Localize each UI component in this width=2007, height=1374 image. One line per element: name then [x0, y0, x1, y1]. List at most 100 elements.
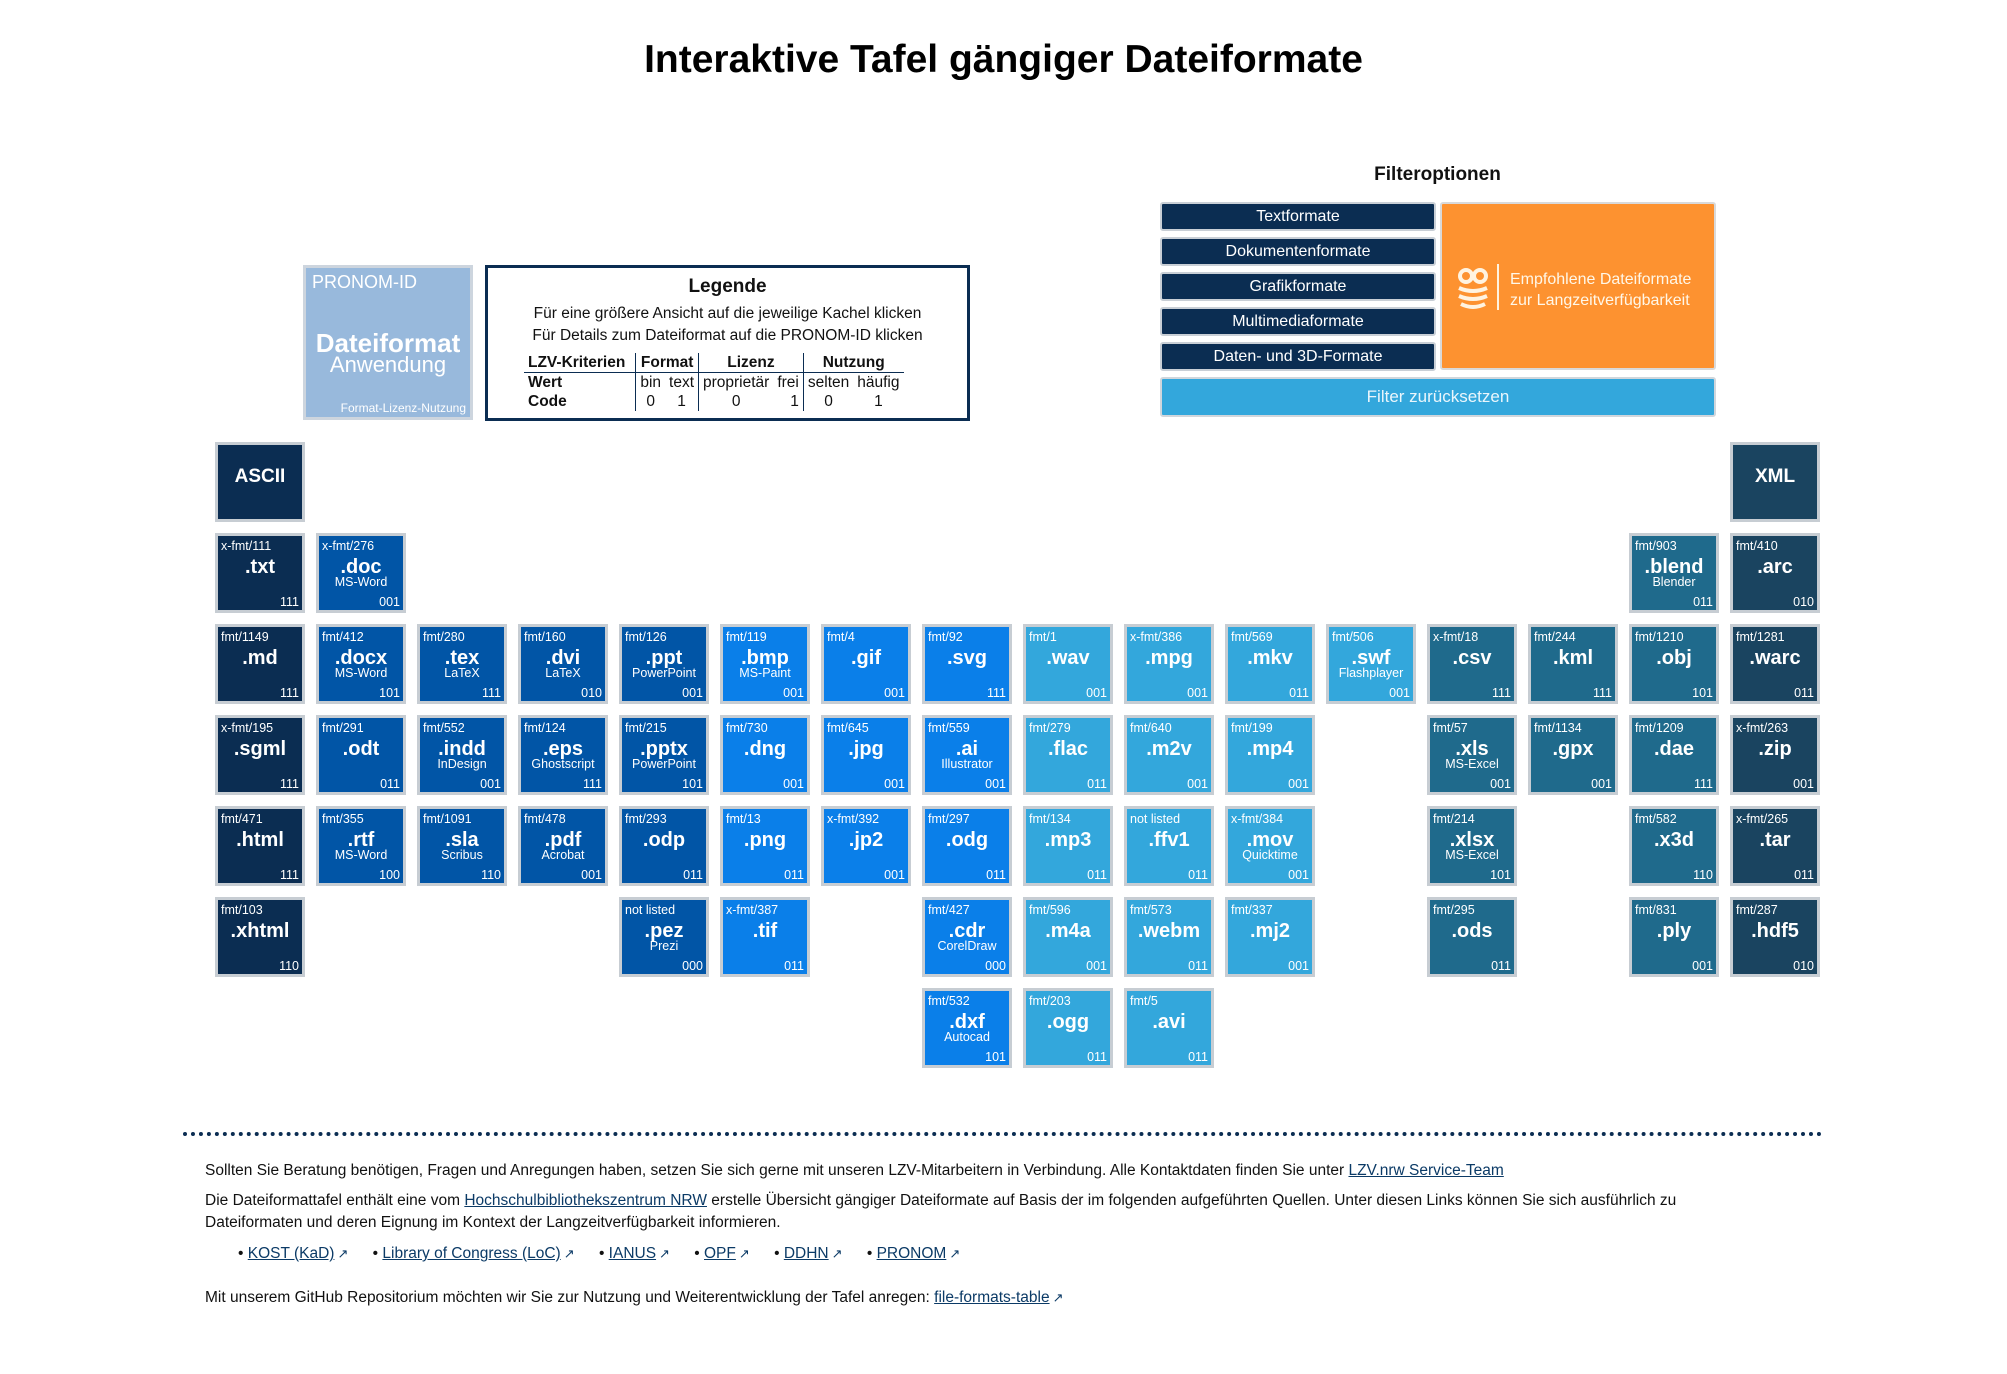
- group-header-tile[interactable]: ASCII: [215, 442, 305, 522]
- pronom-id-link[interactable]: x-fmt/386: [1130, 630, 1183, 644]
- pronom-id-link[interactable]: fmt/645: [827, 721, 869, 735]
- pronom-id-link[interactable]: x-fmt/111: [221, 539, 272, 553]
- pronom-id-link[interactable]: fmt/410: [1736, 539, 1778, 553]
- pronom-id-link[interactable]: fmt/291: [322, 721, 364, 735]
- pronom-id-link[interactable]: x-fmt/195: [221, 721, 274, 735]
- pronom-id-link[interactable]: x-fmt/263: [1736, 721, 1789, 735]
- pronom-id-link[interactable]: fmt/532: [928, 994, 970, 1008]
- pronom-id-link[interactable]: x-fmt/387: [726, 903, 779, 917]
- source-link-kost[interactable]: KOST (KaD): [247, 1245, 335, 1262]
- pronom-id-link[interactable]: fmt/134: [1029, 812, 1071, 826]
- pronom-id-link[interactable]: x-fmt/384: [1231, 812, 1284, 826]
- pronom-id-link[interactable]: fmt/1281: [1736, 630, 1785, 644]
- pronom-id-link[interactable]: fmt/1149: [221, 630, 269, 644]
- pronom-id-link[interactable]: fmt/124: [524, 721, 566, 735]
- pronom-id-link[interactable]: fmt/92: [928, 630, 963, 644]
- pronom-id-link[interactable]: fmt/119: [726, 630, 767, 644]
- source-link-ddhn[interactable]: DDHN: [783, 1245, 829, 1262]
- filter-document-button[interactable]: Dokumentenformate: [1160, 237, 1436, 266]
- source-link-ianus[interactable]: IANUS: [608, 1245, 657, 1262]
- filter-graphic-button[interactable]: Grafikformate: [1160, 272, 1436, 301]
- pronom-id-link[interactable]: fmt/103: [221, 903, 263, 917]
- filter-data-3d-button[interactable]: Daten- und 3D-Formate: [1160, 342, 1436, 371]
- pronom-id-link[interactable]: fmt/57: [1433, 721, 1468, 735]
- pronom-id-link[interactable]: fmt/13: [726, 812, 761, 826]
- filter-reset-button[interactable]: Filter zurücksetzen: [1160, 377, 1716, 417]
- filter-text-button[interactable]: Textformate: [1160, 202, 1436, 231]
- pronom-id-link[interactable]: fmt/1210: [1635, 630, 1684, 644]
- pronom-id-link[interactable]: not listed: [1130, 812, 1181, 826]
- pronom-id-link[interactable]: x-fmt/18: [1433, 630, 1479, 644]
- pronom-id-link[interactable]: fmt/203: [1029, 994, 1071, 1008]
- pronom-id-link[interactable]: fmt/4: [827, 630, 855, 644]
- pronom-id-link[interactable]: fmt/126: [625, 630, 667, 644]
- pronom-id-link[interactable]: fmt/1209: [1635, 721, 1684, 735]
- group-header-tile[interactable]: XML: [1730, 442, 1820, 522]
- source-link-opf[interactable]: OPF: [704, 1245, 736, 1262]
- pronom-id-link[interactable]: fmt/297: [928, 812, 970, 826]
- pronom-id-link[interactable]: fmt/552: [423, 721, 465, 735]
- pronom-id-link[interactable]: x-fmt/265: [1736, 812, 1789, 826]
- pronom-id-link[interactable]: x-fmt/276: [322, 539, 375, 553]
- pronom-id-link[interactable]: fmt/582: [1635, 812, 1677, 826]
- pronom-id-link[interactable]: fmt/427: [928, 903, 970, 917]
- pronom-id-link[interactable]: fmt/831: [1635, 903, 1677, 917]
- pronom-id-link[interactable]: fmt/5: [1130, 994, 1158, 1008]
- pronom-id-link[interactable]: fmt/287: [1736, 903, 1778, 917]
- pronom-id-link[interactable]: fmt/214: [1433, 812, 1475, 826]
- pronom-id-link[interactable]: fmt/355: [322, 812, 364, 826]
- pronom-id-link[interactable]: fmt/215: [625, 721, 667, 735]
- pronom-id-link[interactable]: fmt/280: [423, 630, 465, 644]
- pronom-id-link[interactable]: fmt/160: [524, 630, 566, 644]
- filter-multimedia-button[interactable]: Multimediaformate: [1160, 307, 1436, 336]
- pronom-id-link[interactable]: fmt/412: [322, 630, 364, 644]
- service-team-link[interactable]: LZV.nrw Service-Team: [1348, 1162, 1504, 1179]
